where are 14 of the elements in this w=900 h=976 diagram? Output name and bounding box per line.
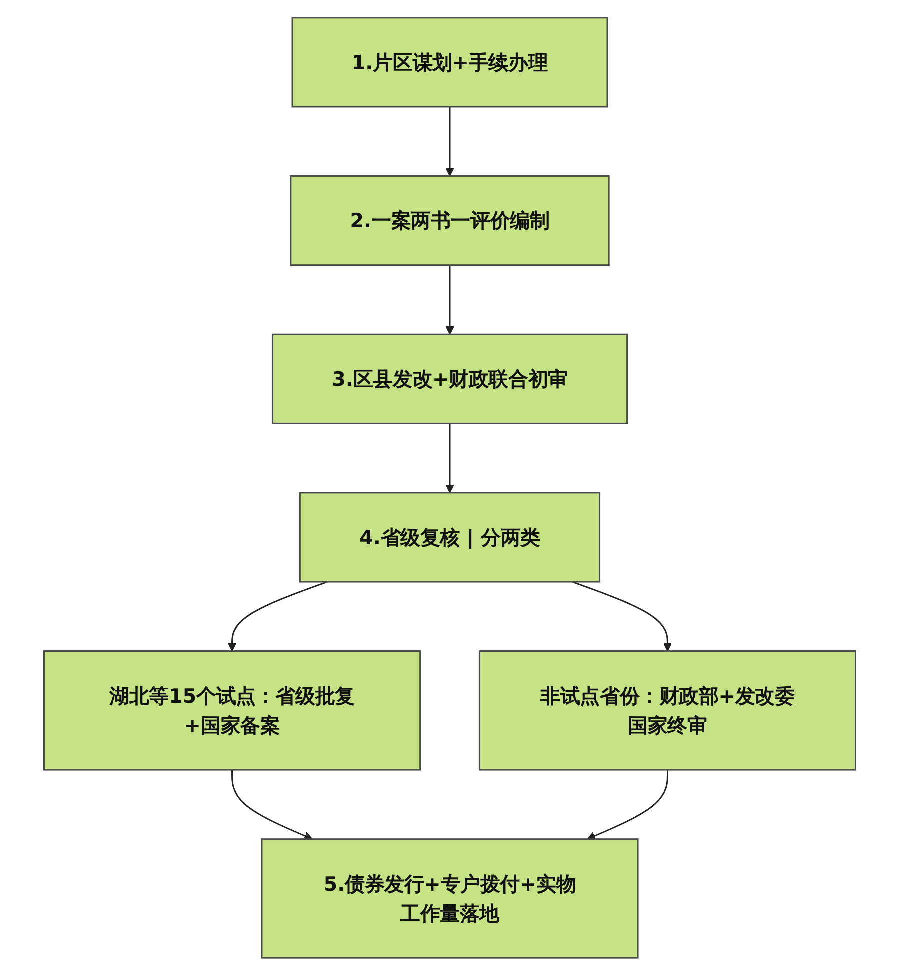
arrow xyxy=(232,770,313,840)
arrow xyxy=(587,770,668,840)
arrow xyxy=(228,581,328,652)
node-box: 3.区县发改+财政联合初审 xyxy=(272,334,628,424)
arrow xyxy=(446,106,454,177)
arrow xyxy=(446,265,454,335)
node-box: 1.片区谋划+手续办理 xyxy=(292,17,608,108)
node-box: 4.省级复核 | 分两类 xyxy=(299,492,601,583)
arrow xyxy=(572,581,672,652)
node-box: 非试点省份：财政部+发改委国家终审 xyxy=(478,650,856,771)
arrow xyxy=(446,424,454,494)
node-box: 湖北等15个试点：省级批复+国家备案 xyxy=(44,650,422,771)
node-box: 5.债券发行+专户拨付+实物工作量落地 xyxy=(261,838,639,959)
node-box: 2.一案两书一评价编制 xyxy=(290,176,610,266)
